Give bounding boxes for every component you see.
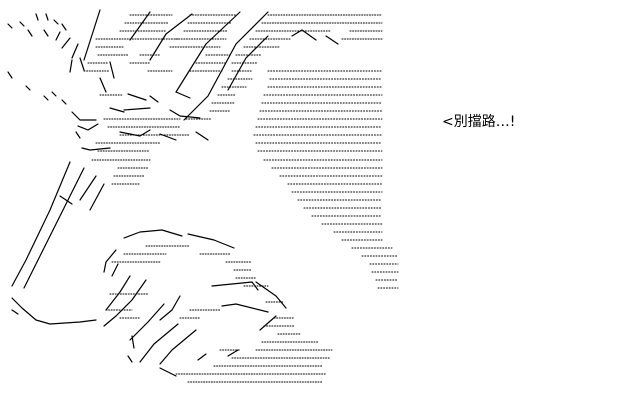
dotted-fill-bottom (105, 245, 333, 383)
dotted-fill-right (253, 70, 399, 289)
speech-caption: <別擋路…! (442, 114, 516, 130)
line-art (7, 9, 339, 377)
dotted-fill-top (83, 14, 383, 185)
